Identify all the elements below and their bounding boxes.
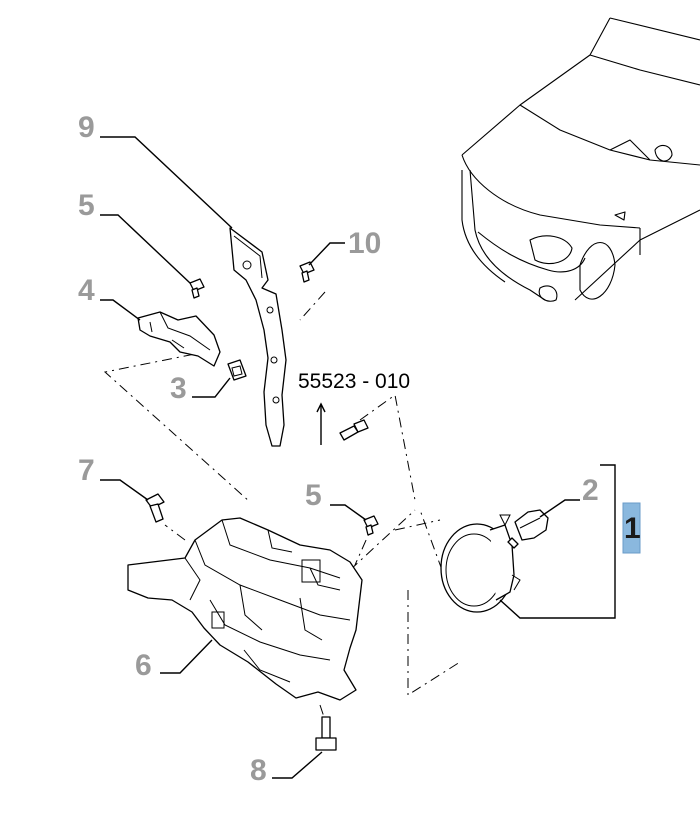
part-3-clip-nut: [227, 359, 247, 381]
part-55523-010-connector: [339, 419, 369, 441]
reference-code-label: 55523 - 010: [298, 370, 410, 393]
assembly-lines: [103, 291, 461, 721]
leader-lines: [100, 136, 616, 779]
car-front-thumbnail: [461, 17, 700, 302]
part-2-bulb: [507, 509, 549, 549]
callout-2[interactable]: 2: [582, 474, 599, 507]
callout-9[interactable]: 9: [78, 111, 95, 144]
callout-10[interactable]: 10: [348, 227, 381, 260]
part-9-bracket: [229, 227, 287, 447]
callout-4[interactable]: 4: [78, 274, 95, 307]
callout-1[interactable]: 1: [624, 512, 641, 545]
callout-1-highlight: [622, 502, 641, 554]
part-10-bolt: [299, 261, 315, 283]
callout-7[interactable]: 7: [78, 454, 95, 487]
callout-8[interactable]: 8: [250, 754, 267, 787]
callout-5-lower[interactable]: 5: [305, 479, 322, 512]
part-4-mount-bracket: [137, 311, 221, 367]
callout-3[interactable]: 3: [170, 372, 187, 405]
part-7-bolt: [145, 493, 165, 523]
callout-6[interactable]: 6: [135, 649, 152, 682]
part-5-screw-upper: [189, 278, 205, 299]
part-6-housing: [127, 517, 363, 701]
callout-5-upper[interactable]: 5: [78, 189, 95, 222]
part-8-bolt: [315, 716, 337, 751]
part-1-fog-lamp: [440, 514, 521, 613]
part-5-screw-lower: [363, 515, 379, 536]
